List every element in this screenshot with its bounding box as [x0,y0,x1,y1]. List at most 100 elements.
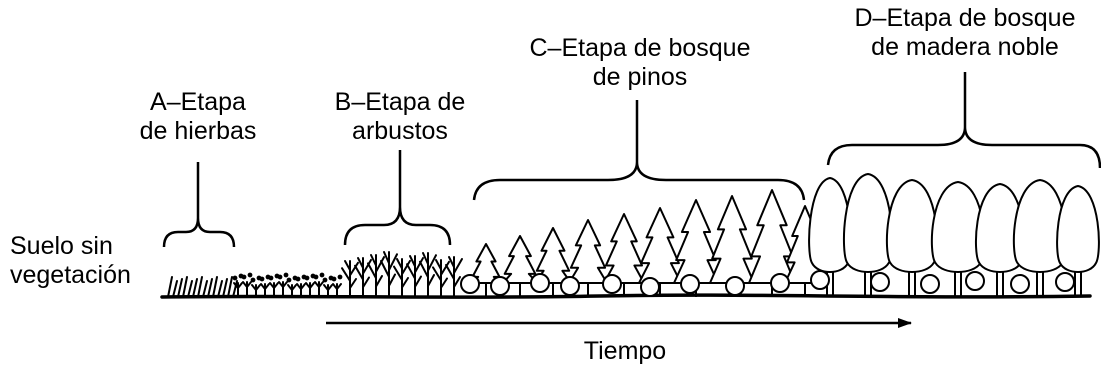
grass-blade [192,278,198,298]
undergrowth-bush [810,270,830,290]
hardwood-trunk [908,271,916,297]
seed-dot [277,274,283,280]
stage-d-label: D–Etapa de bosque de madera noble [830,4,1100,62]
stage-b-label-line1: B–Etapa de [334,88,466,116]
bracket-stage-d [826,72,1101,169]
time-axis-label: Tiempo [583,337,667,365]
undergrowth-bush [530,273,550,293]
weed-sprig [233,282,243,298]
ground-line [160,293,1092,299]
weed-sprig [287,284,297,298]
pine-tree [673,199,719,284]
hardwood-trunk [864,271,872,297]
stage-b-label: B–Etapa de arbustos [310,88,490,146]
grass-blade [227,276,233,298]
hardwood-forest-vegetation [808,173,1100,297]
bracket-stage-a [162,162,236,248]
weed-sprig [323,284,333,298]
pine-tree [748,189,796,284]
seed-dot [259,276,265,282]
hardwood-trunk [1036,271,1044,297]
undergrowth-bush [1055,272,1075,292]
grass-blade [207,278,213,298]
shrub [445,256,463,298]
hardwood-trunk [1074,271,1082,297]
undergrowth-bush [1010,274,1030,294]
grass-blade [217,280,223,298]
undergrowth-bush [725,276,745,296]
grass-blade [182,276,188,298]
weed-sprig [305,282,315,298]
undergrowth-bush [490,276,510,296]
hardwood-tree-crown [842,173,894,273]
bracket-stage-b [343,150,452,246]
seed-dot [337,274,343,280]
shrub [406,255,424,298]
seed-dot [304,275,310,281]
bracket-stage-c [472,100,806,201]
undergrowth-bush [460,274,480,294]
weed-sprig [269,282,279,298]
seed-dot [319,272,325,278]
stage-a-label-line2: de hierbas [139,117,257,145]
grass-blade [222,278,228,298]
stage-c-label-line1: C–Etapa de bosque [529,34,751,62]
grass-blade [177,278,183,298]
grass-blade [232,280,238,298]
seed-dot [322,277,328,283]
undergrowth-bush [560,276,580,296]
undergrowth-bush [680,274,700,294]
shrub [354,257,372,298]
pine-forest-vegetation [460,189,826,297]
shrub [419,252,437,298]
shrub [341,260,359,298]
weed-sprig [242,281,252,298]
pine-tree [603,213,645,284]
seed-dot [286,277,292,283]
bare-ground-label-line2: vegetación [10,261,131,289]
grass-vegetation [167,272,343,298]
stage-a-label: A–Etapa de hierbas [128,88,268,146]
hardwood-tree-crown [885,179,939,273]
stage-a-label-line1: A–Etapa [150,88,246,116]
seed-dot [247,272,253,278]
weed-sprig [278,281,288,298]
grass-blade [187,280,193,298]
stage-d-label-line1: D–Etapa de bosque [854,4,1076,32]
weed-sprig [314,281,324,298]
hardwood-trunk [954,271,962,297]
shrub [393,258,411,298]
undergrowth-bush [965,271,985,291]
pine-tree [638,207,682,284]
seed-dot [241,274,247,280]
grass-blade [197,276,203,298]
undergrowth-bush [870,272,890,292]
seed-dot [295,276,301,282]
grass-blade [212,276,218,298]
pine-tree [709,195,755,284]
bare-ground-label-line1: Suelo sin [10,232,113,260]
undergrowth-bush [640,277,660,297]
stage-b-label-line2: arbustos [352,117,448,145]
shrub [432,259,450,298]
weed-sprig [332,283,342,298]
pine-tree [568,219,608,284]
weed-sprig [260,283,270,298]
undergrowth-bush [770,273,790,293]
weed-sprig [251,284,261,298]
grass-blade [167,276,173,298]
grass-blade [172,280,178,298]
hardwood-trunk [996,271,1004,297]
stage-c-label: C–Etapa de bosque de pinos [505,34,775,92]
undergrowth-bush [920,274,940,294]
weed-sprig [296,283,306,298]
seed-dot [232,275,238,281]
stage-d-label-line2: de madera noble [871,33,1059,61]
seed-dot [250,277,256,283]
shrub [367,254,385,298]
seed-dot [283,272,289,278]
pine-tree [502,235,538,284]
grass-blade [202,280,208,298]
seed-dot [331,276,337,282]
